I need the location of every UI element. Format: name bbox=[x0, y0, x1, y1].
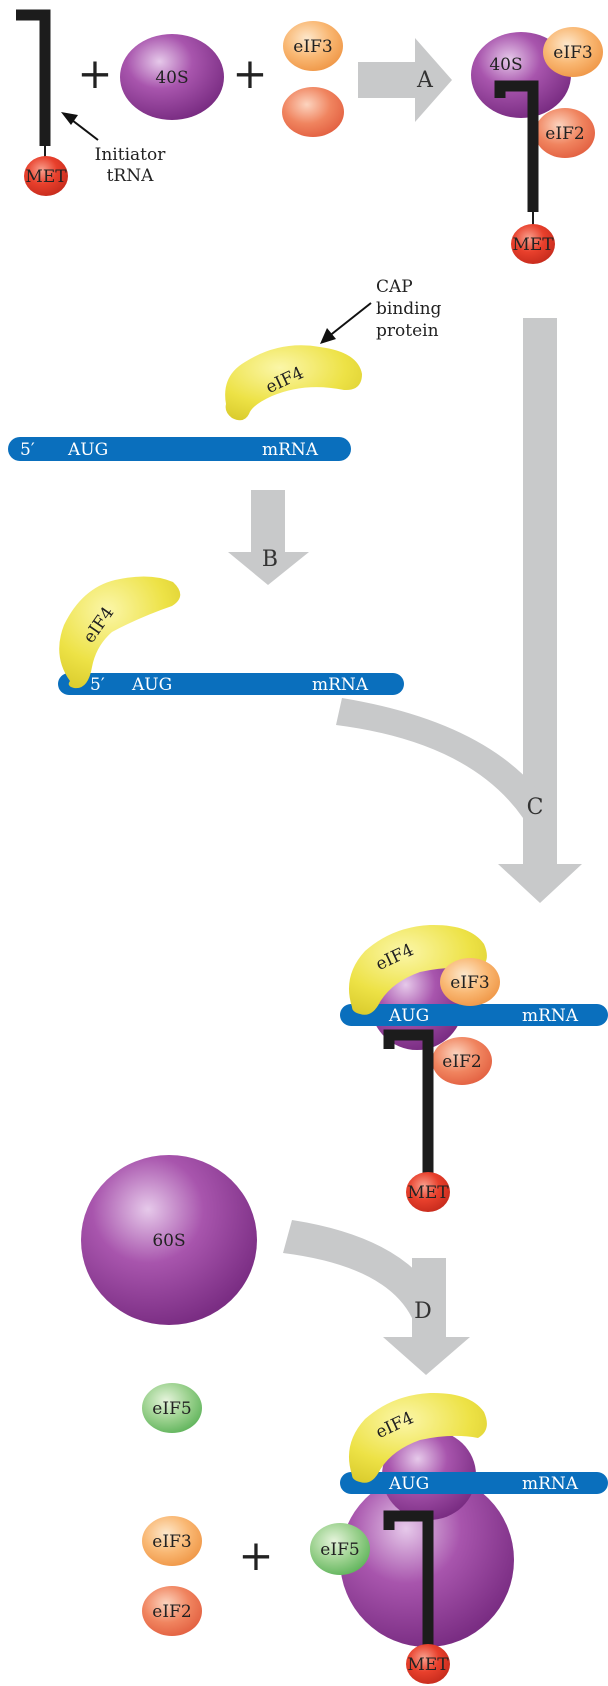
cap-label-3: protein bbox=[376, 321, 439, 341]
ribosome-40s-label: 40S bbox=[155, 68, 188, 88]
ribosome-40s-free: 40S bbox=[120, 34, 224, 120]
step-d-arrow: D bbox=[283, 1220, 470, 1375]
mrna-bound-5prime: 5′ bbox=[90, 675, 105, 695]
cap-label-1: CAP bbox=[376, 277, 413, 297]
mrna-free-label: mRNA bbox=[262, 440, 319, 460]
released-eif3: eIF3 bbox=[142, 1516, 202, 1566]
step-a-arrow: A bbox=[358, 38, 452, 122]
released-eif5-label: eIF5 bbox=[152, 1399, 191, 1419]
step-d-label: D bbox=[414, 1299, 432, 1324]
c80-eif5-label: eIF5 bbox=[320, 1540, 359, 1560]
complex-met-label: MET bbox=[512, 235, 554, 255]
ribosome-60s-free: 60S bbox=[81, 1155, 257, 1325]
mrna-free: 5′ AUG mRNA bbox=[8, 437, 351, 461]
mrna-with-eif4: eIF4 5′ AUG mRNA bbox=[58, 576, 404, 695]
c48-eif2-label: eIF2 bbox=[442, 1052, 481, 1072]
step-c-arrow: C bbox=[336, 318, 582, 903]
eif4-free: eIF4 bbox=[225, 345, 362, 421]
step-b-arrow: B bbox=[228, 490, 309, 585]
initiator-trna-label-1: Initiator bbox=[95, 145, 167, 165]
mrna-bound-aug: AUG bbox=[131, 675, 172, 695]
complex-eif2-label: eIF2 bbox=[545, 124, 584, 144]
mrna-bound-label: mRNA bbox=[312, 675, 369, 695]
step-b-label: B bbox=[262, 547, 278, 572]
c48-mrna-label: mRNA bbox=[522, 1006, 579, 1026]
mrna-free-aug: AUG bbox=[67, 440, 108, 460]
complex-40s-label: 40S bbox=[489, 55, 522, 75]
plus-sign-2: + bbox=[232, 49, 267, 98]
plus-sign-3: + bbox=[238, 1531, 273, 1580]
met-label: MET bbox=[25, 167, 67, 187]
c48-aug-label: AUG bbox=[388, 1006, 429, 1026]
step-c-label: C bbox=[527, 795, 544, 820]
c80-met-label: MET bbox=[407, 1655, 449, 1675]
released-eif5: eIF5 bbox=[142, 1383, 202, 1433]
cap-label-2: binding bbox=[376, 299, 442, 319]
c80-mrna-label: mRNA bbox=[522, 1474, 579, 1494]
eif3-label: eIF3 bbox=[293, 37, 332, 57]
initiator-trna-free: MET bbox=[16, 9, 68, 196]
c48-met-label: MET bbox=[407, 1183, 449, 1203]
c48-eif3-label: eIF3 bbox=[450, 973, 489, 993]
preinitiation-complex-43s: 40S eIF3 eIF2 MET bbox=[471, 27, 603, 264]
released-eif2-label: eIF2 bbox=[152, 1602, 191, 1622]
mrna-free-5prime: 5′ bbox=[20, 440, 35, 460]
initiator-trna-pointer: Initiator tRNA bbox=[61, 112, 166, 186]
ribosome-60s-label: 60S bbox=[152, 1231, 185, 1251]
released-eif3-label: eIF3 bbox=[152, 1532, 191, 1552]
step-a-label: A bbox=[416, 68, 434, 93]
eif3-free: eIF3 bbox=[283, 21, 343, 71]
complex-80s: eIF4 AUG mRNA eIF5 MET bbox=[310, 1392, 608, 1684]
complex-48s: eIF4 eIF3 AUG mRNA eIF2 MET bbox=[340, 924, 608, 1212]
complex-eif3-label: eIF3 bbox=[553, 43, 592, 63]
c80-aug-label: AUG bbox=[388, 1474, 429, 1494]
released-eif2: eIF2 bbox=[142, 1586, 202, 1636]
initiator-trna-label-2: tRNA bbox=[107, 166, 155, 186]
cap-binding-protein-pointer: CAP binding protein bbox=[320, 277, 442, 344]
eif2-free bbox=[282, 87, 344, 137]
plus-sign-1: + bbox=[77, 49, 112, 98]
